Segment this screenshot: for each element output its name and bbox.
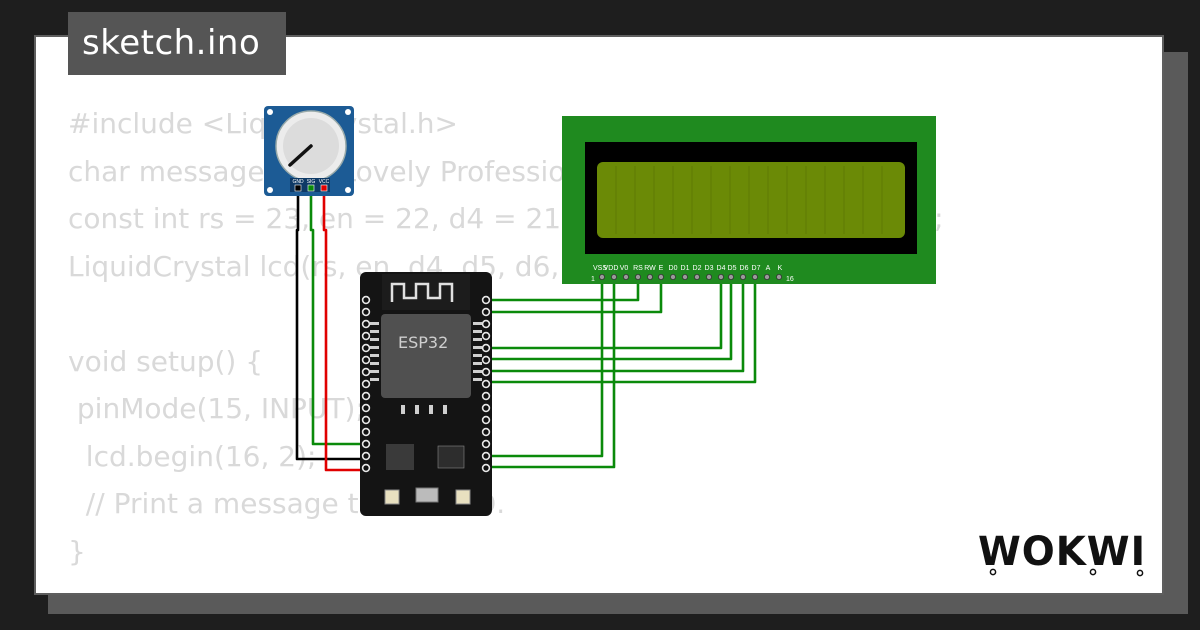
voltage-regulator bbox=[386, 444, 414, 470]
esp32-header-pins bbox=[361, 295, 491, 473]
svg-text:D2: D2 bbox=[693, 265, 702, 272]
pot-pin-labels: GND SIG VCC bbox=[292, 179, 329, 185]
esp32-board[interactable]: ESP32 bbox=[360, 272, 492, 516]
wokwi-logo: WOKWI bbox=[978, 529, 1146, 577]
lcd-pin-first-label: 1 bbox=[591, 276, 595, 283]
svg-text:RS: RS bbox=[633, 265, 643, 272]
logo-dot bbox=[1089, 568, 1097, 576]
logo-dot bbox=[1136, 569, 1144, 577]
svg-text:VDD: VDD bbox=[604, 265, 619, 272]
pot-pin-sig bbox=[307, 184, 315, 192]
svg-text:K: K bbox=[778, 265, 783, 272]
code-line: lcd.begin(16, 2); bbox=[68, 439, 317, 473]
usb-uart-chip bbox=[437, 445, 465, 469]
antenna-trace bbox=[390, 282, 454, 302]
potentiometer[interactable]: GND SIG VCC bbox=[264, 106, 354, 196]
svg-text:GND: GND bbox=[292, 179, 304, 185]
svg-text:E: E bbox=[659, 265, 664, 272]
usb-port[interactable] bbox=[415, 487, 439, 503]
code-line: } bbox=[68, 534, 86, 568]
mount-hole bbox=[345, 109, 351, 115]
code-line: void setup() { bbox=[68, 344, 264, 378]
svg-text:RW: RW bbox=[644, 265, 656, 272]
wire-lcd-vdd[interactable] bbox=[486, 272, 604, 458]
wokwi-logo-text: WOKWI bbox=[978, 529, 1146, 575]
wire-ground[interactable] bbox=[295, 190, 365, 461]
wire-lcd-d4[interactable] bbox=[486, 272, 723, 350]
svg-text:D6: D6 bbox=[740, 265, 749, 272]
wires bbox=[295, 190, 757, 472]
wire-lcd-e[interactable] bbox=[486, 272, 663, 314]
lcd-pin-headers bbox=[599, 273, 783, 280]
esp32-module-pads bbox=[370, 322, 482, 414]
boot-button[interactable] bbox=[384, 489, 400, 505]
mount-hole bbox=[267, 109, 273, 115]
mount-hole bbox=[345, 187, 351, 193]
esp32-label: ESP32 bbox=[398, 333, 448, 352]
pot-pin-vcc bbox=[320, 184, 328, 192]
pot-pointer bbox=[288, 144, 313, 167]
svg-text:VCC: VCC bbox=[319, 179, 330, 185]
svg-text:A: A bbox=[766, 265, 771, 272]
svg-text:VSS: VSS bbox=[593, 265, 607, 272]
lcd-pin-last-label: 16 bbox=[786, 276, 794, 283]
svg-text:D1: D1 bbox=[681, 265, 690, 272]
wire-lcd-d6[interactable] bbox=[486, 272, 745, 373]
svg-text:V0: V0 bbox=[620, 265, 629, 272]
svg-text:D0: D0 bbox=[669, 265, 678, 272]
logo-dot bbox=[989, 568, 997, 576]
file-tab[interactable]: sketch.ino bbox=[68, 12, 286, 75]
lcd-pin-labels: VSS VDD V0 RS RW E D0 D1 D2 D3 D4 D5 D6 … bbox=[593, 265, 783, 272]
esp32-antenna bbox=[382, 274, 470, 310]
wire-lcd-d7[interactable] bbox=[486, 272, 757, 384]
svg-text:SIG: SIG bbox=[307, 179, 316, 185]
wire-power[interactable] bbox=[322, 190, 365, 472]
svg-text:D4: D4 bbox=[717, 265, 726, 272]
lcd-screen bbox=[597, 162, 905, 238]
wire-lcd-d5[interactable] bbox=[486, 272, 733, 361]
mount-hole bbox=[267, 187, 273, 193]
svg-text:D3: D3 bbox=[705, 265, 714, 272]
lcd-char-grid bbox=[615, 166, 883, 234]
pot-pin-gnd bbox=[294, 184, 302, 192]
esp32-shield bbox=[381, 314, 471, 398]
wire-lcd-vss[interactable] bbox=[486, 272, 616, 469]
en-button[interactable] bbox=[455, 489, 471, 505]
svg-text:D5: D5 bbox=[728, 265, 737, 272]
lcd-display[interactable]: 1 16 VSS VDD V0 RS RW E D0 D1 D2 D3 D4 D… bbox=[562, 116, 936, 284]
svg-text:D7: D7 bbox=[752, 265, 761, 272]
